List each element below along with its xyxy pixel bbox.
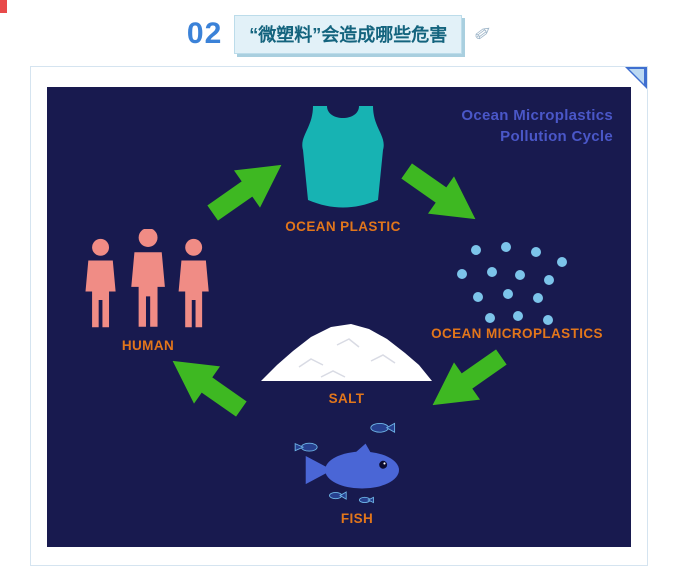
- cropped-content-fragment: [0, 0, 7, 13]
- diagram-title-line2: Pollution Cycle: [500, 128, 613, 145]
- microplastic-dot: [485, 313, 495, 323]
- pollution-cycle-diagram: Ocean Microplastics Pollution Cycle OCEA…: [47, 87, 631, 547]
- label-ocean-microplastics: OCEAN MICROPLASTICS: [431, 326, 603, 341]
- label-fish: FISH: [340, 511, 374, 526]
- microplastic-dot: [473, 292, 483, 302]
- microplastic-dot: [531, 247, 541, 257]
- microplastic-dot: [487, 267, 497, 277]
- microplastic-dot: [513, 311, 523, 321]
- label-salt: SALT: [328, 391, 365, 406]
- plastic-bag-icon: [302, 106, 384, 208]
- microplastic-dot: [544, 275, 554, 285]
- diagram-title: Ocean Microplastics Pollution Cycle: [461, 105, 613, 147]
- article-image-card: Ocean Microplastics Pollution Cycle OCEA…: [30, 66, 648, 566]
- section-header: 02 “微塑料”会造成哪些危害 ✐: [0, 0, 678, 66]
- corner-fold-inner-icon: [629, 69, 644, 84]
- microplastic-dot: [501, 242, 511, 252]
- section-number: 02: [186, 17, 223, 50]
- section-title: “微塑料”会造成哪些危害: [234, 14, 463, 54]
- label-ocean-plastic: OCEAN PLASTIC: [285, 219, 401, 234]
- microplastic-dots: [449, 237, 571, 329]
- arrow-human-to-plastic-icon: [198, 144, 297, 235]
- label-human: HUMAN: [121, 338, 175, 353]
- arrow-microplastics-to-fish-icon: [418, 336, 517, 427]
- microplastic-dot: [515, 270, 525, 280]
- diagram-title-line1: Ocean Microplastics: [461, 107, 613, 124]
- microplastic-dot: [503, 289, 513, 299]
- arrow-salt-to-human-icon: [158, 340, 257, 431]
- microplastic-dot: [471, 245, 481, 255]
- arrow-plastic-to-microplastics-icon: [392, 150, 491, 241]
- human-figures-icon: [85, 229, 209, 328]
- fish-icon: [294, 422, 399, 504]
- microplastic-dot: [557, 257, 567, 267]
- salt-pile-icon: [261, 324, 432, 381]
- pen-icon: ✐: [472, 22, 493, 47]
- microplastic-dot: [457, 269, 467, 279]
- microplastic-dot: [533, 293, 543, 303]
- microplastic-dot: [543, 315, 553, 325]
